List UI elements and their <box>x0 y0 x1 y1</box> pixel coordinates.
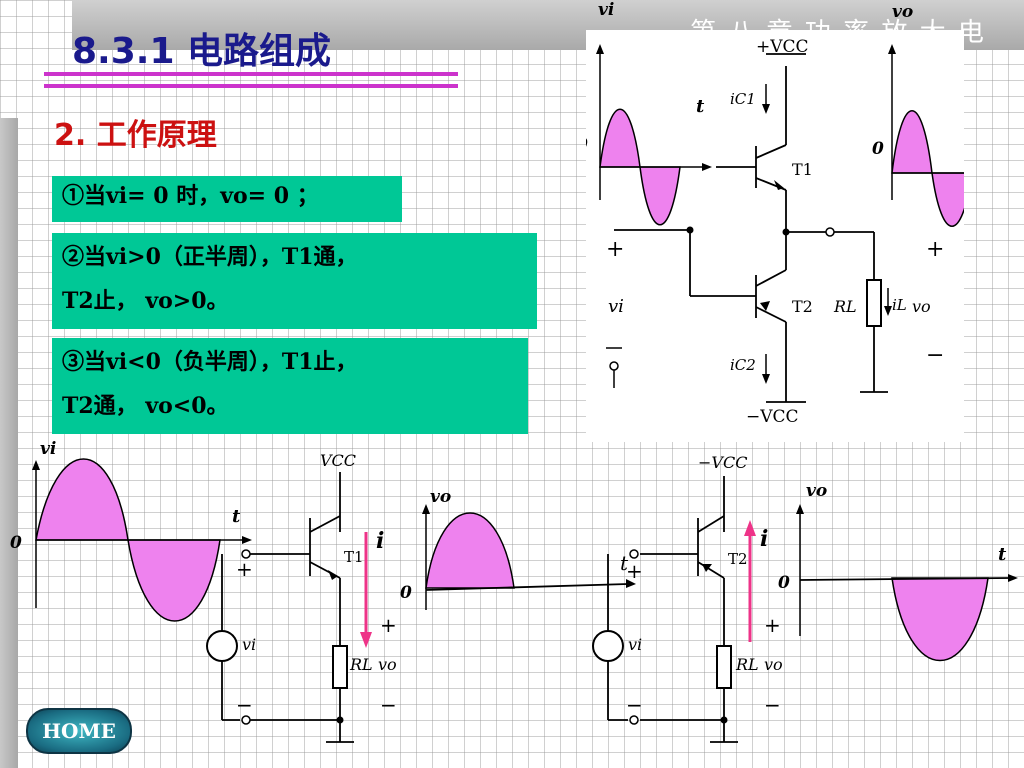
top-vi-axis-label: vi <box>598 0 615 20</box>
t2-minus-in: − <box>626 693 643 717</box>
il-label: iL <box>892 296 907 314</box>
left-band <box>0 118 18 768</box>
vi-origin-label: 0 <box>586 135 588 155</box>
ic1-label: iC1 <box>730 90 756 108</box>
top-vo-axis-label: vo <box>892 2 914 22</box>
bottom-vi-axis: vi <box>40 439 56 459</box>
section-subtitle: 2. 工作原理 <box>54 118 217 153</box>
t2-vcc: −VCC <box>698 453 747 472</box>
t1-minus-out: − <box>380 693 397 717</box>
statement-2: ②当vi>0（正半周），T1通， T2止， vo>0。 <box>52 233 537 329</box>
t1-plus-in: + <box>236 557 253 581</box>
t1-plus-out: + <box>380 613 397 637</box>
vcc-pos-label: +VCC <box>756 37 809 57</box>
t2-minus-out: − <box>764 693 781 717</box>
middle-vo-graph: 0 vo <box>400 487 636 610</box>
t1-label-bottom: T1 <box>344 548 364 566</box>
ic2-label: iC2 <box>730 356 756 374</box>
t2-rl: RL <box>735 655 759 674</box>
t1-circuit <box>221 472 354 743</box>
statement-3-line-2: T2通， vo<0。 <box>62 393 229 419</box>
t2-label: T2 <box>792 297 813 316</box>
vcc-neg-label: −VCC <box>746 407 799 427</box>
t2-circuit <box>607 476 738 743</box>
vi-plus: + <box>606 237 624 262</box>
statement-2-line-1: ②当vi>0（正半周），T1通， <box>62 244 358 270</box>
vo-label: vo <box>912 297 931 316</box>
right-vo-origin: 0 <box>778 573 790 593</box>
title-underline-top <box>44 72 458 76</box>
t1-vi: vi <box>242 635 256 654</box>
middle-vo-axis: vo <box>430 487 451 507</box>
vo-minus: − <box>926 343 944 368</box>
home-button[interactable]: HOME <box>26 708 132 754</box>
vi-t-label: t <box>696 96 705 117</box>
bottom-vi-graph: 0 t vi <box>10 439 252 622</box>
t1-current-i: i <box>376 528 384 554</box>
bottom-diagrams: 0 t vi VCC T1 i vi RL vo + + − − 0 vo <box>10 439 1018 743</box>
vo-origin-label: 0 <box>872 139 884 159</box>
t2-vo: vo <box>764 655 783 674</box>
t1-vcc: VCC <box>320 451 356 470</box>
t2-t-label: t <box>620 551 629 575</box>
title-underline-bottom <box>44 84 458 88</box>
statement-3-line-1: ③当vi<0（负半周），T1止， <box>62 349 358 375</box>
input-waveform-graph: 0 t <box>586 44 712 226</box>
t1-vo: vo <box>378 655 397 674</box>
t2-plus-out: + <box>764 613 781 637</box>
statement-1: ①当vi= 0 时，vo= 0 ； <box>52 176 402 222</box>
t1-rl: RL <box>349 655 373 674</box>
t2-plus-in: + <box>626 559 643 583</box>
middle-vo-origin: 0 <box>400 583 412 603</box>
t2-vi: vi <box>628 635 642 654</box>
output-waveform-graph: 0 t <box>872 44 964 227</box>
right-vo-t: t <box>998 544 1007 565</box>
right-vo-axis: vo <box>806 481 827 501</box>
t2-current-i: i <box>760 526 768 552</box>
bottom-vi-origin: 0 <box>10 533 22 553</box>
statement-3: ③当vi<0（负半周），T1止， T2通， vo<0。 <box>52 338 528 434</box>
vo-plus: + <box>926 237 944 262</box>
statement-2-line-2: T2止， vo>0。 <box>62 288 229 314</box>
vi-label: vi <box>608 296 624 317</box>
statement-1-line-1: ①当vi= 0 时，vo= 0 ； <box>62 183 319 209</box>
bottom-vi-t: t <box>232 506 241 527</box>
t1-label: T1 <box>792 160 813 179</box>
right-vo-graph: 0 t vo <box>778 481 1018 661</box>
rl-label: RL <box>833 297 857 316</box>
t2-label-bottom: T2 <box>728 550 748 568</box>
t1-minus-in: − <box>236 693 253 717</box>
complementary-circuit: 0 t 0 t <box>586 30 964 442</box>
slide-title: 8.3.1 电路组成 <box>72 31 332 72</box>
